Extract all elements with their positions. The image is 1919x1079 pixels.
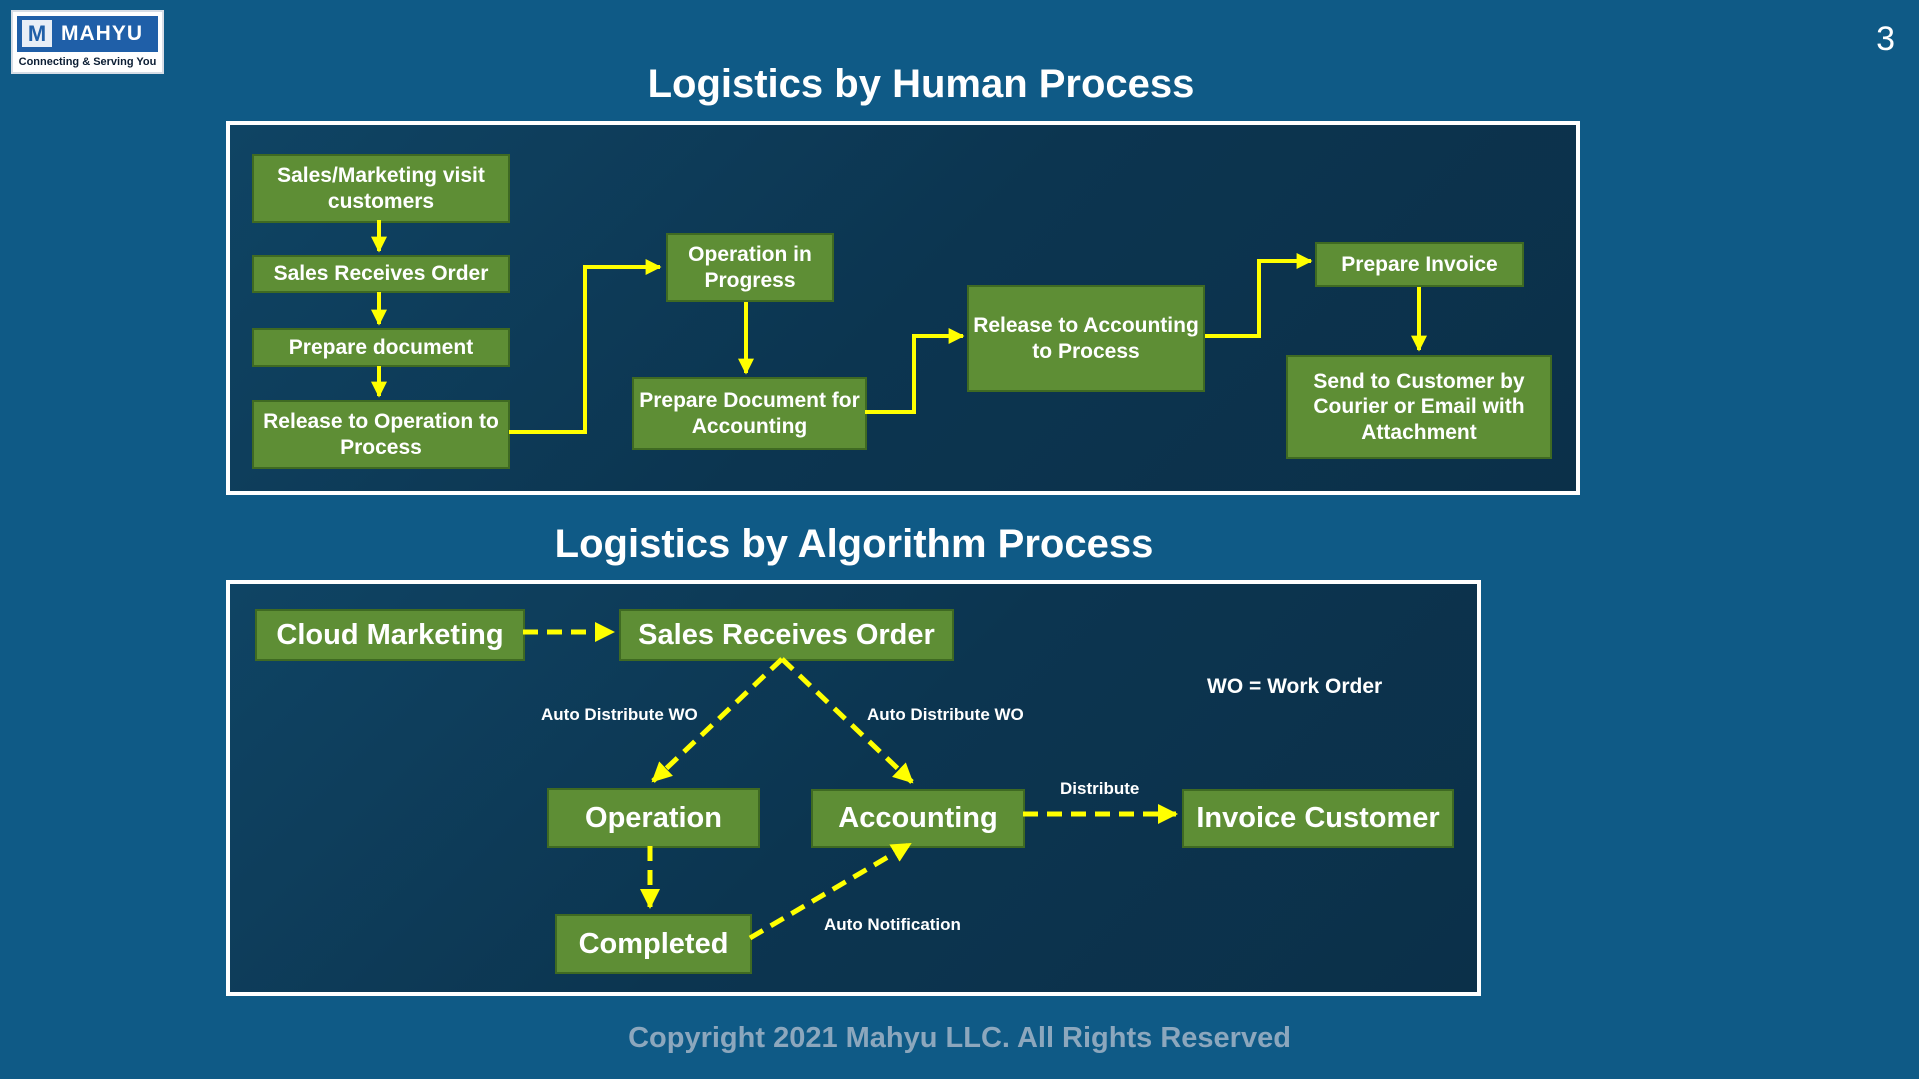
sales-receives-order-box: Sales Receives Order [252,255,510,293]
copyright-footer: Copyright 2021 Mahyu LLC. All Rights Res… [628,1022,1291,1054]
logo-banner: M MAHYU [17,16,158,52]
release-to-operation-box: Release to Operation to Process [252,400,510,469]
prepare-document-accounting-box: Prepare Document for Accounting [632,377,867,450]
auto-notification-label: Auto Notification [824,915,961,934]
operation-box: Operation [547,788,760,848]
algorithm-process-title: Logistics by Algorithm Process [554,522,1154,566]
send-to-customer-box: Send to Customer by Courier or Email wit… [1286,355,1552,459]
page-number: 3 [1876,20,1895,58]
connector-accounting-to-invoice [1205,253,1313,338]
company-logo: M MAHYU Connecting & Serving You [11,10,164,74]
sales-marketing-box: Sales/Marketing visit customers [252,154,510,223]
distribute-label: Distribute [1060,779,1140,798]
human-process-panel: Sales/Marketing visit customers Sales Re… [226,121,1580,495]
prepare-document-box: Prepare document [252,328,510,367]
accounting-box: Accounting [811,789,1025,848]
completed-box: Completed [555,914,752,974]
connector-completed-to-accounting [748,841,912,941]
algorithm-process-panel: Cloud Marketing Sales Receives Order Ope… [226,580,1481,996]
operation-in-progress-box: Operation in Progress [666,233,834,302]
connector-sales-to-operation [651,657,784,783]
work-order-legend: WO = Work Order [1207,675,1383,698]
release-to-accounting-box: Release to Accounting to Process [967,285,1205,392]
connector-release-to-operation [509,259,662,434]
invoice-customer-box: Invoice Customer [1182,789,1454,848]
logo-tagline: Connecting & Serving You [18,56,157,68]
auto-distribute-wo-right-label: Auto Distribute WO [867,705,1024,724]
logo-mark-icon: M [22,20,52,47]
connector-sales-to-accounting [780,657,914,784]
logo-name: MAHYU [61,22,143,45]
auto-distribute-wo-left-label: Auto Distribute WO [541,705,698,724]
connector-prepare-doc-to-accounting [865,328,965,414]
cloud-marketing-box: Cloud Marketing [255,609,525,661]
human-process-title: Logistics by Human Process [647,62,1195,106]
prepare-invoice-box: Prepare Invoice [1315,242,1524,287]
